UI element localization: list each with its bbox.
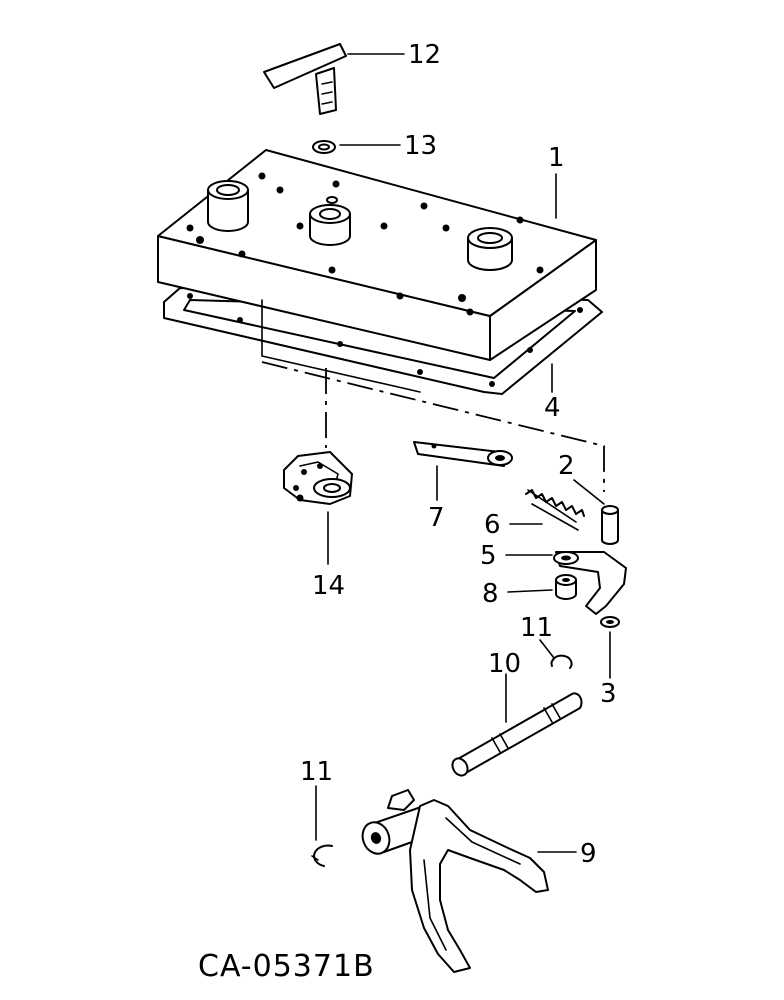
callout-2: 2 bbox=[558, 451, 575, 481]
part-13-washer bbox=[312, 140, 336, 154]
callout-7: 7 bbox=[428, 503, 445, 533]
part-2-pin bbox=[601, 505, 619, 545]
callout-3: 3 bbox=[600, 679, 617, 709]
part-14-interlock bbox=[283, 451, 353, 505]
callout-9: 9 bbox=[580, 839, 597, 869]
callout-13: 13 bbox=[404, 131, 437, 161]
callout-4: 4 bbox=[544, 393, 561, 423]
callout-11-upper: 11 bbox=[520, 613, 553, 643]
callout-1: 1 bbox=[548, 143, 565, 173]
part-3-washer bbox=[600, 616, 620, 628]
part-7-bar bbox=[413, 441, 513, 467]
callout-10: 10 bbox=[488, 649, 521, 679]
callout-8: 8 bbox=[482, 579, 499, 609]
callout-14: 14 bbox=[312, 571, 345, 601]
callout-12: 12 bbox=[408, 40, 441, 70]
part-11-clip-lower bbox=[311, 844, 333, 867]
part-5-arm bbox=[553, 551, 627, 615]
assembly-centerlines bbox=[261, 361, 605, 492]
drawing-code: CA-05371B bbox=[198, 949, 375, 984]
callout-5: 5 bbox=[480, 541, 497, 571]
callout-labels: 12 13 1 4 2 7 6 5 8 11 3 10 14 11 9 bbox=[300, 40, 617, 869]
part-6-spring bbox=[525, 489, 585, 531]
part-11-clip-upper bbox=[550, 654, 573, 669]
part-12-lever bbox=[263, 43, 347, 115]
part-9-fork bbox=[361, 789, 549, 973]
part-8-bushing bbox=[555, 574, 577, 600]
part-1-cover bbox=[157, 149, 597, 393]
callout-6: 6 bbox=[484, 510, 501, 540]
part-10-rail bbox=[451, 692, 583, 777]
callout-leader-lines bbox=[315, 53, 611, 853]
callout-11-lower: 11 bbox=[300, 757, 333, 787]
